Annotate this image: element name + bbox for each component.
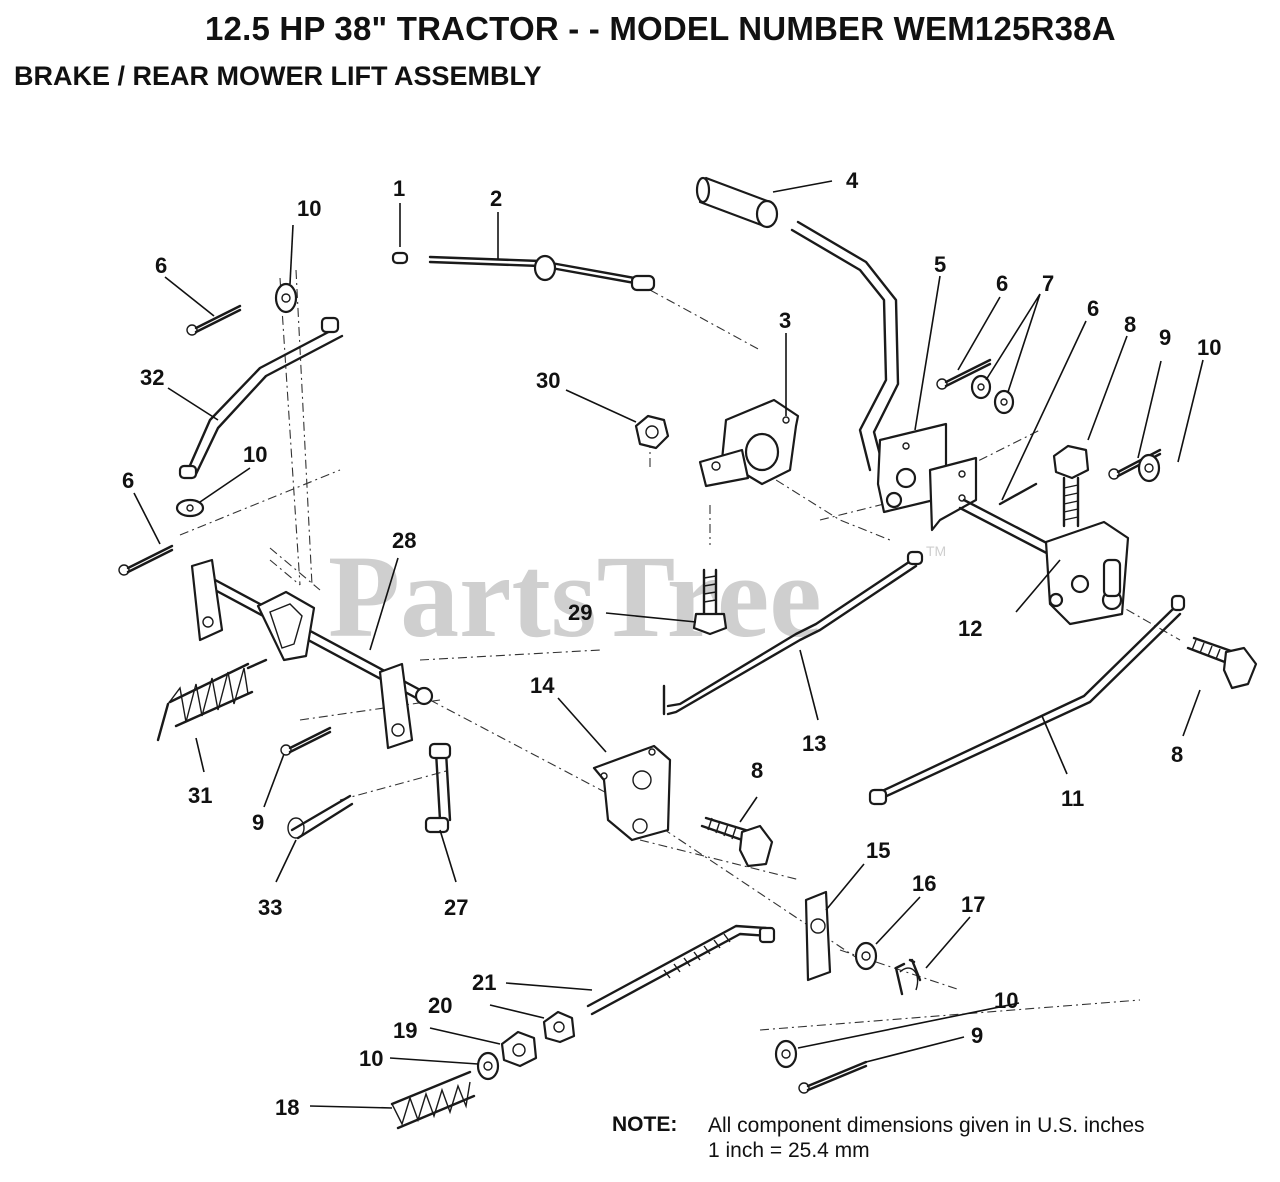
note-line-2: 1 inch = 25.4 mm (708, 1139, 870, 1162)
part-31-spring (156, 658, 268, 742)
watermark-trademark: TM (926, 543, 946, 559)
callout-9-top: 9 (1159, 325, 1171, 350)
callout-14: 14 (530, 673, 555, 698)
callout-33: 33 (258, 895, 282, 920)
part-19-nut (500, 1030, 538, 1068)
part-18-spring (390, 1070, 476, 1130)
callout-19: 19 (393, 1018, 417, 1043)
callout-leaders (133, 180, 1204, 1109)
callout-32: 32 (140, 365, 164, 390)
part-2-rod (428, 254, 656, 292)
callout-1: 1 (393, 176, 405, 201)
part-17-e-clip (894, 958, 922, 996)
part-27-link (424, 742, 452, 834)
section-title: BRAKE / REAR MOWER LIFT ASSEMBLY (14, 61, 542, 91)
callout-31: 31 (188, 783, 212, 808)
callout-8-top: 8 (1124, 312, 1136, 337)
part-6-cotter-pins (118, 304, 1038, 576)
part-16-washer (854, 941, 878, 971)
callout-6-left-top: 6 (155, 253, 167, 278)
callout-6-right-b: 6 (1087, 296, 1099, 321)
callout-10-left-mid: 10 (243, 442, 267, 467)
part-14-bracket (592, 744, 672, 842)
callout-13: 13 (802, 731, 826, 756)
part-12-shaft (958, 498, 1130, 626)
part-4-grip (695, 176, 779, 229)
callout-4: 4 (846, 168, 859, 193)
callout-2: 2 (490, 186, 502, 211)
part-20-nut (542, 1010, 576, 1044)
callout-6-right-a: 6 (996, 271, 1008, 296)
callout-10-bottom-left: 10 (359, 1046, 383, 1071)
callout-12: 12 (958, 616, 982, 641)
callout-21: 21 (472, 970, 496, 995)
part-8-bolt-lower (700, 816, 774, 868)
callout-20: 20 (428, 993, 452, 1018)
callout-7: 7 (1042, 271, 1054, 296)
callout-6-left-mid: 6 (122, 468, 134, 493)
watermark: PartsTree (328, 531, 822, 662)
callout-9-bottom: 9 (971, 1023, 983, 1048)
part-32-link (178, 316, 344, 480)
page-title: 12.5 HP 38" TRACTOR - - MODEL NUMBER WEM… (205, 10, 1116, 47)
part-30-nut (634, 414, 670, 450)
part-28-rockshaft (190, 558, 434, 750)
callout-8-lower: 8 (751, 758, 763, 783)
callout-labels: 1 2 3 4 5 6 6 6 6 7 8 8 8 9 9 9 10 10 10… (122, 168, 1221, 1120)
callout-29: 29 (568, 600, 592, 625)
callout-27: 27 (444, 895, 468, 920)
part-13-rod (662, 550, 924, 716)
part-3-bracket (698, 398, 800, 488)
part-7-washers (970, 374, 1015, 415)
part-11-rod (868, 594, 1186, 806)
callout-10-right-top: 10 (1197, 335, 1221, 360)
part-21-threaded-rod (586, 924, 776, 1016)
callout-9-left: 9 (252, 810, 264, 835)
part-8-bolt-vertical (1052, 444, 1090, 528)
part-9-cotter-pins (280, 448, 1162, 1094)
callout-28: 28 (392, 528, 416, 553)
callout-3: 3 (779, 308, 791, 333)
callout-8-right: 8 (1171, 742, 1183, 767)
part-33-clip (287, 794, 354, 840)
callout-15: 15 (866, 838, 890, 863)
callout-17: 17 (961, 892, 985, 917)
part-1-pin (391, 251, 409, 265)
callout-11: 11 (1061, 786, 1084, 811)
callout-16: 16 (912, 871, 936, 896)
callout-10-left-top: 10 (297, 196, 321, 221)
callout-30: 30 (536, 368, 560, 393)
part-5-lift-lever (790, 220, 978, 532)
callout-5: 5 (934, 252, 946, 277)
note-line-1: All component dimensions given in U.S. i… (708, 1114, 1145, 1137)
callout-18: 18 (275, 1095, 299, 1120)
callout-10-bottom-right: 10 (994, 988, 1018, 1013)
part-15-plate (804, 890, 832, 982)
part-29-bolt (692, 568, 728, 636)
note-label: NOTE: (612, 1113, 678, 1136)
part-10-washers (175, 282, 1161, 1081)
note-text: All component dimensions given in U.S. i… (708, 1113, 1145, 1163)
part-8-bolt-right (1186, 636, 1258, 690)
